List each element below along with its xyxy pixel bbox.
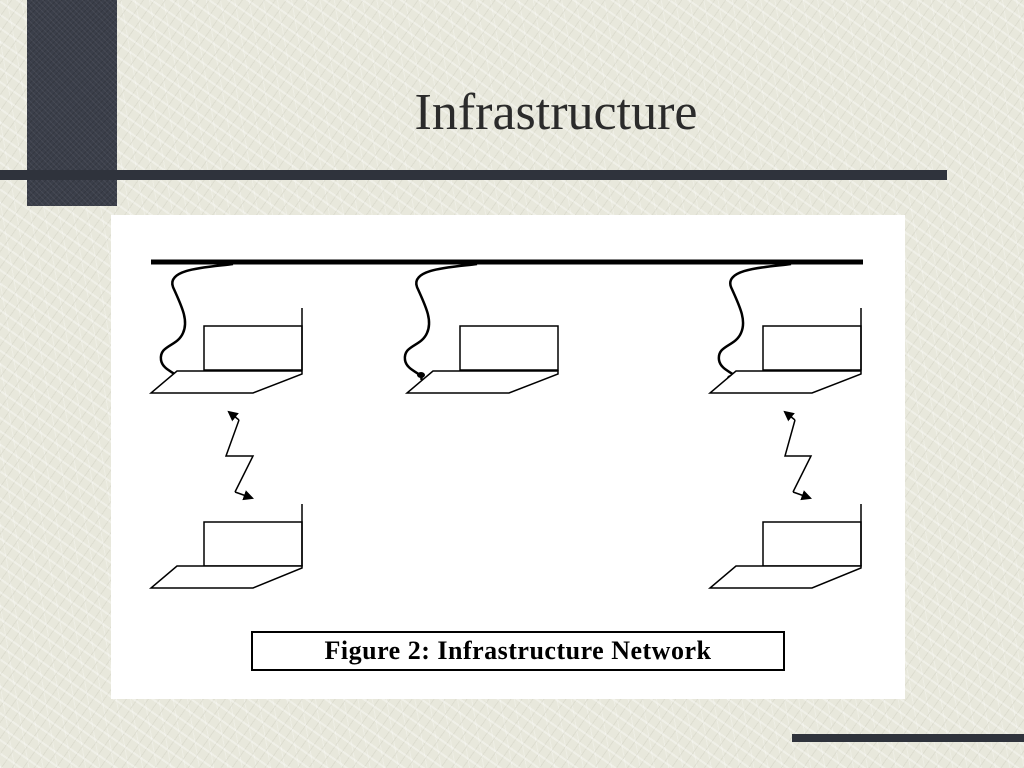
title-underline-rule (0, 170, 947, 180)
figure-caption-box: Figure 2: Infrastructure Network (251, 631, 785, 671)
monitor-screen (762, 325, 862, 371)
station-left-top (148, 262, 303, 394)
keyboard-base (707, 565, 862, 589)
footer-rule (792, 734, 1024, 742)
monitor-screen (459, 325, 559, 371)
figure-caption: Figure 2: Infrastructure Network (324, 636, 712, 665)
drop-cable-right (717, 262, 792, 381)
keyboard-base (148, 370, 303, 394)
wireless-link-right (783, 410, 813, 501)
monitor-screen (203, 521, 303, 567)
monitor-screen (762, 521, 862, 567)
station-center-top (403, 262, 559, 394)
drop-cable-left (159, 262, 234, 381)
keyboard-base (404, 370, 559, 394)
figure-panel: Figure 2: Infrastructure Network (111, 215, 905, 699)
wireless-link-left (224, 410, 255, 501)
drop-cable-center (403, 262, 478, 381)
keyboard-base (707, 370, 862, 394)
station-right-top (707, 262, 862, 394)
station-left-bottom (148, 504, 303, 589)
station-right-bottom (707, 504, 862, 589)
keyboard-base (148, 565, 303, 589)
slide-title: Infrastructure (414, 84, 698, 141)
monitor-screen (203, 325, 303, 371)
infrastructure-network-diagram (148, 259, 863, 589)
